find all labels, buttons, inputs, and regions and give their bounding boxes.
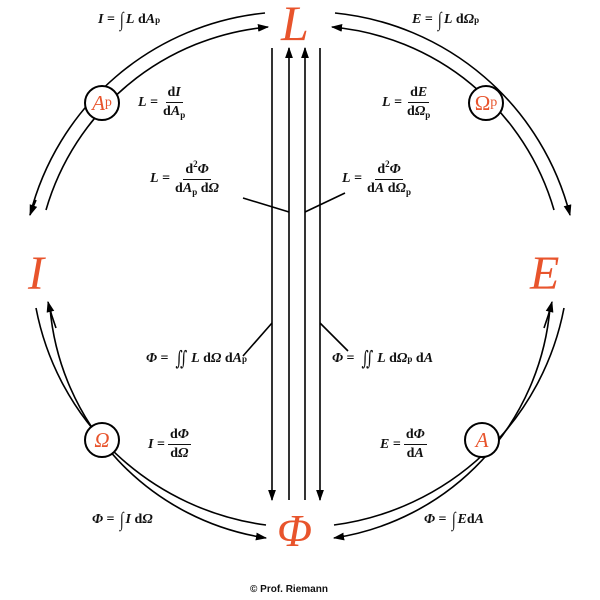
arc-inner-E-to-L	[330, 24, 555, 211]
arc-outer-I-to-L	[29, 12, 266, 216]
arc-outer-I-to-Phi	[35, 307, 267, 526]
arc-Phi-to-I-arrow	[46, 300, 57, 329]
node-A: A	[464, 422, 500, 458]
leader-L-left	[242, 197, 290, 213]
copyright-text: © Prof. Riemann	[250, 584, 328, 595]
arc-inner-I-to-Phi	[49, 307, 268, 541]
quantity-E: E	[530, 247, 560, 300]
arc-Phi-to-E-arrow	[543, 300, 554, 329]
arc-inner-I-to-L	[45, 24, 270, 211]
leader-Phi-left	[242, 322, 273, 357]
arc-L-to-I-arrow	[29, 199, 38, 217]
arc-outer-E-to-L	[334, 12, 572, 217]
arc-outer-E-to-Phi	[333, 307, 565, 526]
node-Omega: Ω	[84, 422, 120, 458]
leader-L-right	[304, 192, 346, 213]
quantity-I: I	[28, 247, 44, 300]
quantity-Phi: Φ	[277, 505, 313, 556]
quantity-L: L	[281, 0, 309, 51]
arc-inner-E-to-Phi	[332, 307, 551, 541]
leader-Phi-right	[319, 322, 349, 352]
